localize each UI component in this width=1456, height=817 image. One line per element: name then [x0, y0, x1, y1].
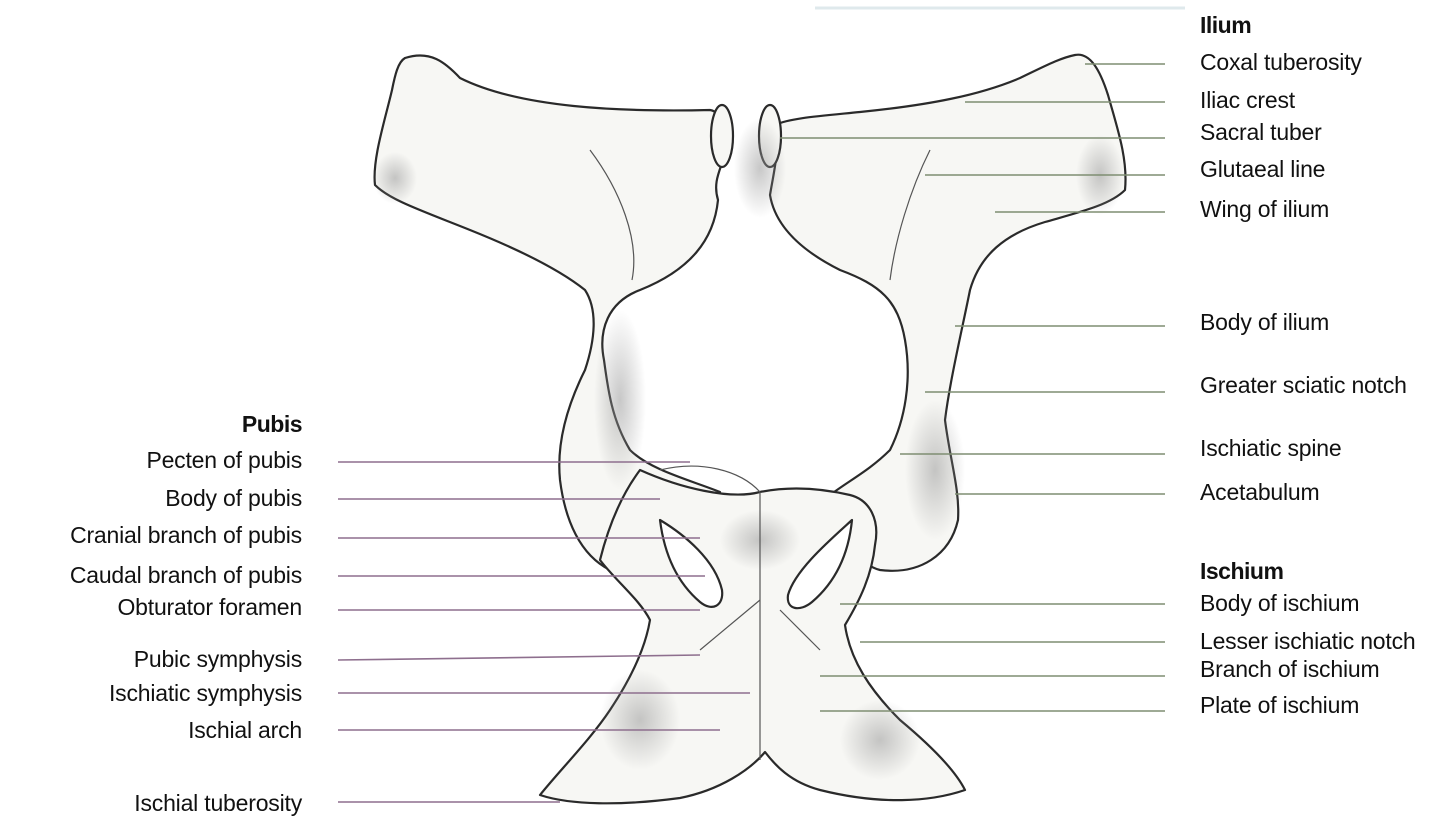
label-ischiatic-spine: Ischiatic spine: [1200, 434, 1341, 462]
label-caudal-branch-of-pubis: Caudal branch of pubis: [70, 561, 302, 589]
label-cranial-branch-of-pubis: Cranial branch of pubis: [70, 521, 302, 549]
label-greater-sciatic-notch: Greater sciatic notch: [1200, 371, 1407, 399]
label-body-of-pubis: Body of pubis: [165, 484, 302, 512]
label-sacral-tuber: Sacral tuber: [1200, 118, 1322, 146]
label-glutaeal-line: Glutaeal line: [1200, 155, 1325, 183]
label-acetabulum: Acetabulum: [1200, 478, 1319, 506]
label-branch-of-ischium: Branch of ischium: [1200, 655, 1379, 683]
label-iliac-crest: Iliac crest: [1200, 86, 1295, 114]
label-lesser-ischiatic-notch: Lesser ischiatic notch: [1200, 627, 1415, 655]
label-plate-of-ischium: Plate of ischium: [1200, 691, 1359, 719]
label-ischial-tuberosity: Ischial tuberosity: [134, 789, 302, 817]
label-wing-of-ilium: Wing of ilium: [1200, 195, 1329, 223]
label-obturator-foramen: Obturator foramen: [117, 593, 302, 621]
label-ischial-arch: Ischial arch: [188, 716, 302, 744]
label-pubic-symphysis: Pubic symphysis: [134, 645, 302, 673]
label-body-of-ischium: Body of ischium: [1200, 589, 1359, 617]
label-ischiatic-symphysis: Ischiatic symphysis: [109, 679, 302, 707]
label-coxal-tuberosity: Coxal tuberosity: [1200, 48, 1362, 76]
label-body-of-ilium: Body of ilium: [1200, 308, 1329, 336]
ilium-heading: Ilium: [1200, 11, 1251, 39]
ischium-heading: Ischium: [1200, 557, 1283, 585]
pubis-heading: Pubis: [242, 410, 302, 438]
label-pecten-of-pubis: Pecten of pubis: [146, 446, 302, 474]
left-sacral-tuber: [711, 105, 733, 167]
